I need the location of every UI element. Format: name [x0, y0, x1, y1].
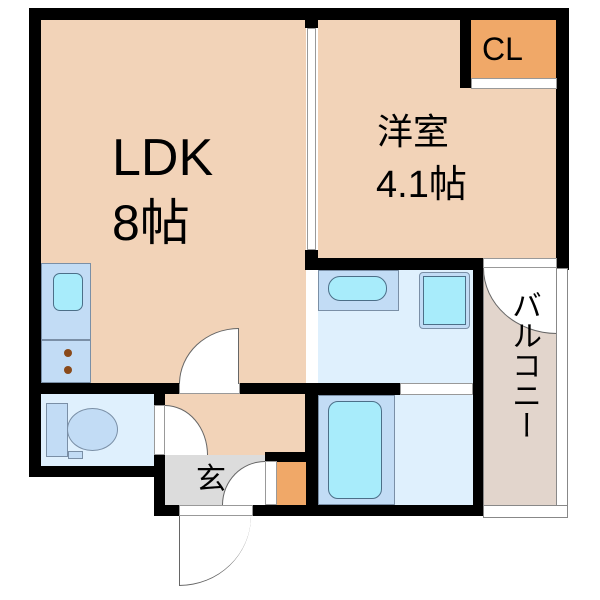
- closet-label: CL: [482, 31, 523, 67]
- bath-door[interactable]: [400, 383, 473, 395]
- stove-burner-icon: [64, 349, 72, 357]
- wall-top: [29, 8, 569, 20]
- shoebox: [277, 462, 306, 505]
- wall-center-vertical: [305, 383, 318, 516]
- wall-western-bottom: [305, 258, 483, 270]
- bathtub-icon: [328, 401, 382, 499]
- toilet-tank: [46, 403, 68, 457]
- front-door-swing[interactable]: [179, 516, 251, 586]
- wall-toilet-right: [154, 394, 165, 516]
- entrance-label: 玄: [196, 463, 226, 496]
- wall-bath-bottom: [305, 505, 483, 516]
- western-label: 洋室: [377, 111, 450, 152]
- wall-left: [29, 8, 41, 395]
- closet-wall: [460, 20, 471, 88]
- balcony-bottom-edge: [483, 505, 568, 518]
- balcony-window[interactable]: [483, 258, 557, 268]
- wall-shoebox-top: [265, 452, 310, 462]
- washing-machine-icon: [423, 276, 466, 325]
- ldk-size: 8帖: [112, 195, 190, 251]
- western-size: 4.1帖: [376, 164, 467, 206]
- wall-ldk-bottom-right: [240, 383, 310, 394]
- closet-door[interactable]: [471, 78, 557, 89]
- toilet-bowl-icon: [67, 408, 118, 451]
- sliding-door[interactable]: [307, 28, 316, 250]
- shoebox-door[interactable]: [265, 461, 277, 505]
- closet: [471, 20, 556, 78]
- wall-washroom-right: [473, 258, 483, 516]
- front-door[interactable]: [179, 505, 253, 516]
- stove-burner-icon: [64, 366, 72, 374]
- washbasin-icon: [328, 276, 387, 301]
- kitchen-stove: [41, 340, 91, 383]
- wall-right-upper: [556, 8, 569, 270]
- wall-toilet-bottom: [29, 466, 165, 477]
- ldk-door[interactable]: [179, 383, 240, 394]
- wall-entrance-bottom-right: [253, 505, 310, 516]
- ldk-label: LDK: [112, 129, 214, 187]
- balcony-outer-edge: [556, 268, 568, 518]
- wall-toilet-left: [29, 394, 41, 477]
- toilet-door[interactable]: [154, 405, 165, 455]
- partition-wall-top: [305, 8, 318, 28]
- wall-bath-top: [305, 383, 400, 395]
- kitchen-sink-icon: [53, 273, 83, 311]
- balcony-label: バルコニー: [507, 290, 540, 440]
- toilet-paper-icon: [68, 451, 83, 459]
- wall-entrance-bottom-left: [154, 505, 179, 516]
- wall-ldk-bottom-left: [29, 383, 179, 394]
